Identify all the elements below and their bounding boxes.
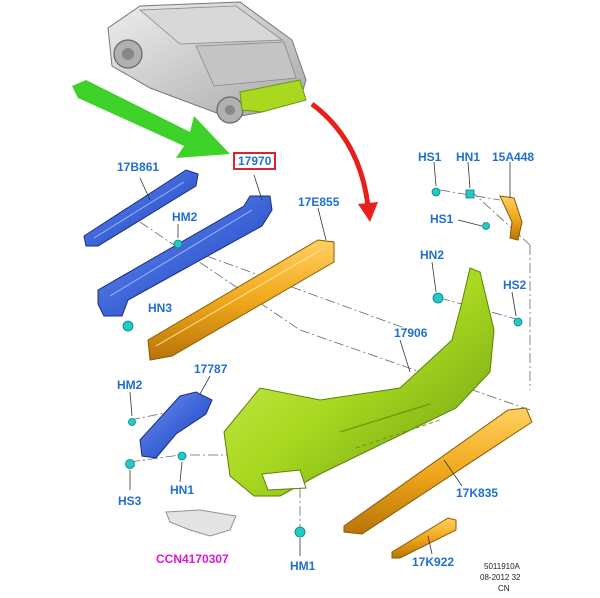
- callout-17b861[interactable]: 17B861: [117, 160, 160, 174]
- part-17787-side-bracket: [139, 391, 213, 459]
- part-17906-bumper-cover: [223, 267, 495, 497]
- callout-17906[interactable]: 17906: [394, 326, 428, 340]
- part-ccn4170307-bracket: [165, 509, 237, 537]
- illustration-number: 5011910A: [484, 562, 520, 571]
- callout-17970-highlighted[interactable]: 17970: [233, 152, 277, 170]
- callout-hn2[interactable]: HN2: [420, 248, 445, 262]
- callout-hs3[interactable]: HS3: [118, 494, 142, 508]
- callout-17k835[interactable]: 17K835: [456, 486, 499, 500]
- illustration-date: 08-2012 32: [480, 573, 521, 582]
- callout-ccn4170307[interactable]: CCN4170307: [156, 552, 229, 566]
- callout-hm2-left[interactable]: HM2: [117, 378, 143, 392]
- part-17k922-trim: [391, 517, 457, 559]
- callout-15a448[interactable]: 15A448: [492, 150, 535, 164]
- part-17e855-absorber: [147, 239, 335, 361]
- callout-hn3[interactable]: HN3: [148, 301, 173, 315]
- red-pointer-arrow: [310, 102, 378, 222]
- callout-hn1-top[interactable]: HN1: [456, 150, 481, 164]
- part-17970-reinforcement-bar: [97, 195, 273, 317]
- fasteners: [122, 187, 523, 538]
- leader-lines: [129, 161, 517, 556]
- part-15a448-strip: [499, 195, 523, 241]
- callout-hm1[interactable]: HM1: [290, 559, 316, 573]
- callout-17787[interactable]: 17787: [194, 362, 228, 376]
- callout-hs1-top[interactable]: HS1: [418, 150, 442, 164]
- callout-hs1-mid[interactable]: HS1: [430, 212, 454, 226]
- callout-hn1-bottom[interactable]: HN1: [170, 483, 195, 497]
- part-17b861-bracket: [83, 169, 199, 247]
- callout-hs2[interactable]: HS2: [503, 278, 527, 292]
- callout-17e855[interactable]: 17E855: [298, 195, 340, 209]
- vehicle-thumbnail: [107, 1, 307, 124]
- green-pointer-arrow: [72, 80, 230, 158]
- callout-17k922[interactable]: 17K922: [412, 555, 455, 569]
- callout-hm2-top[interactable]: HM2: [172, 210, 198, 224]
- illustration-region: CN: [498, 584, 510, 593]
- part-17k835-lower-trim: [343, 407, 533, 535]
